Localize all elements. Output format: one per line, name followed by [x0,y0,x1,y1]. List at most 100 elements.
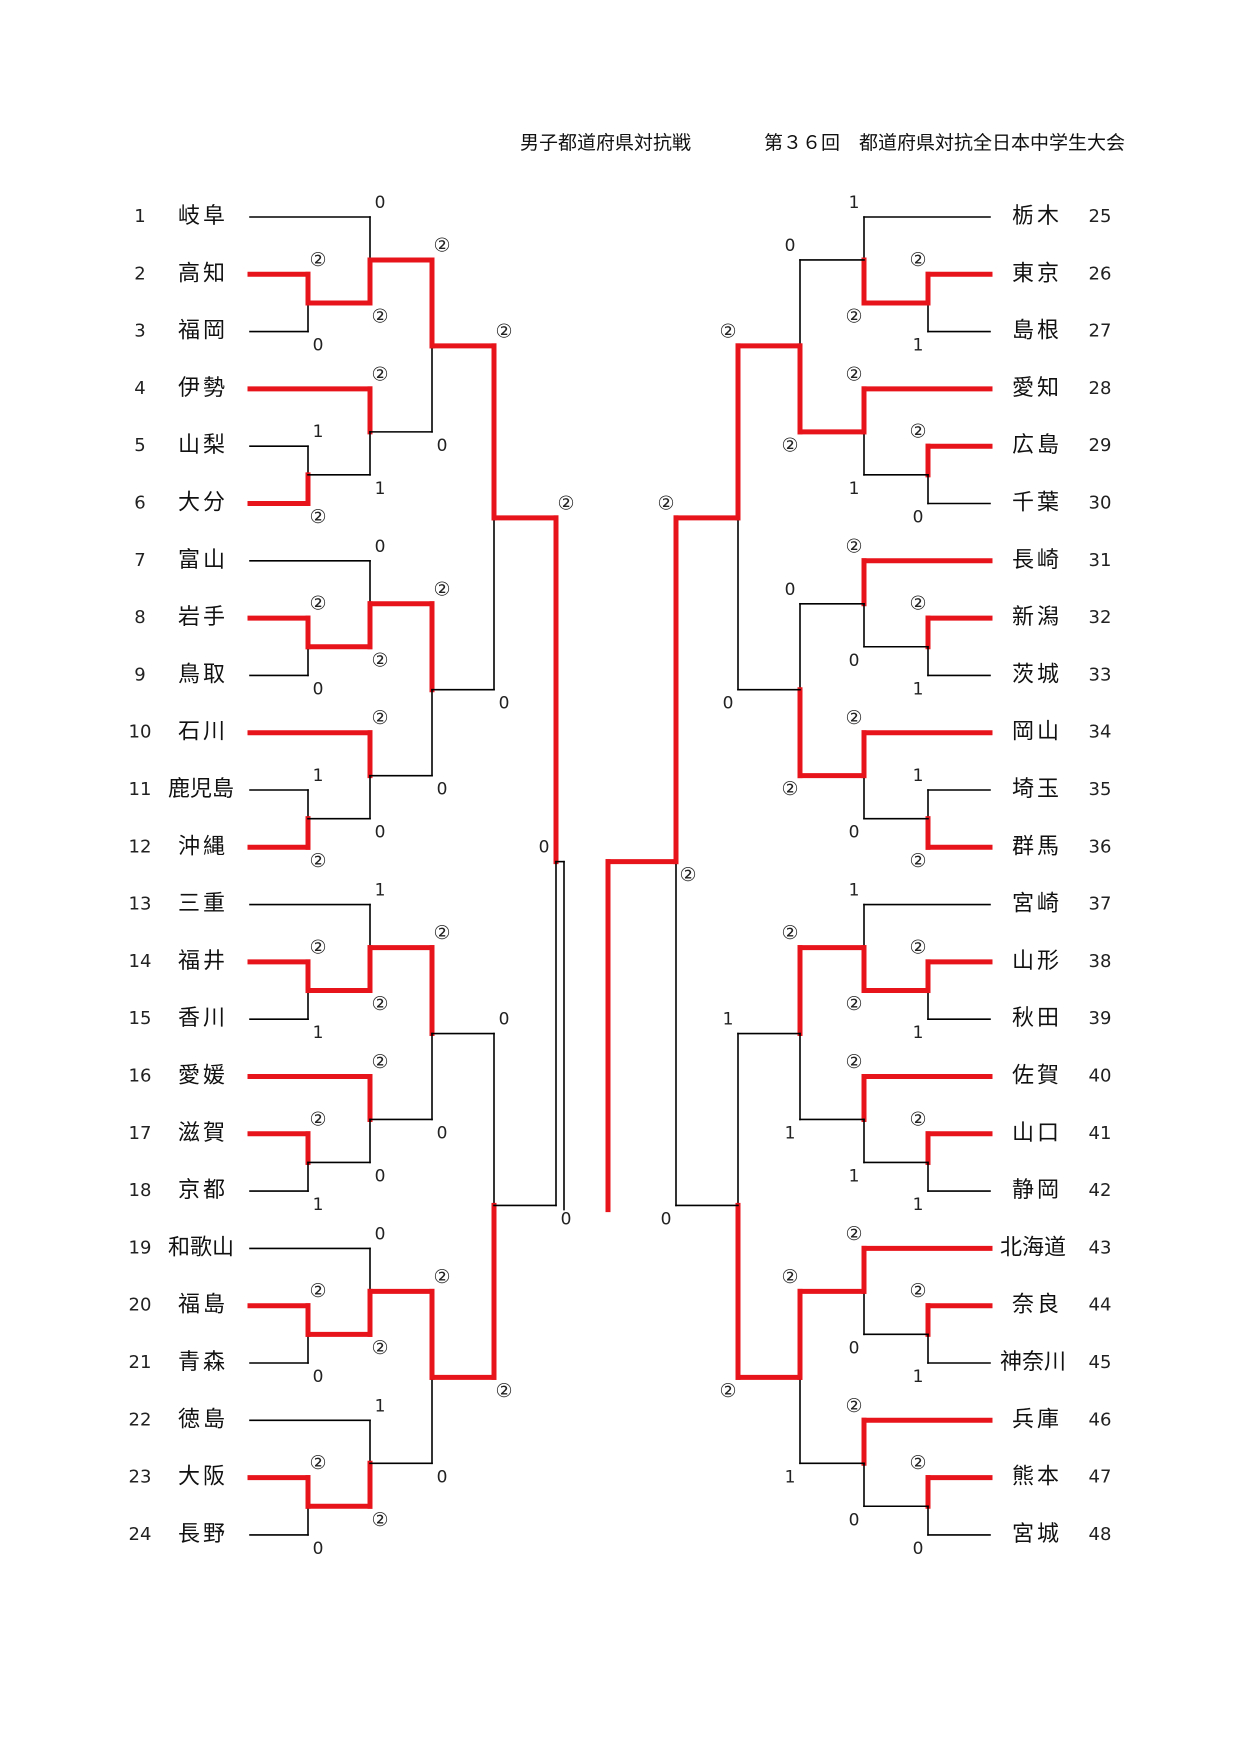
team-name[interactable]: 佐賀 [1012,1064,1062,1089]
team-name[interactable]: 茨城 [1012,662,1062,687]
match-score: ② [309,936,326,958]
match-score: ② [433,234,450,256]
match-score: 1 [849,479,860,499]
match-score: 1 [913,1367,924,1387]
team-name[interactable]: 愛媛 [178,1064,228,1089]
team-name[interactable]: 大阪 [178,1465,228,1490]
match-score: 0 [499,1010,510,1030]
team-name[interactable]: 北海道 [1000,1235,1066,1260]
match-score: ② [845,1051,862,1073]
team-name[interactable]: 岐阜 [178,204,228,229]
team-number: 18 [129,1180,152,1201]
match-score: 0 [785,580,796,600]
team-name[interactable]: 長野 [178,1522,228,1547]
match-score: ② [309,506,326,528]
team-number: 7 [134,550,145,571]
team-number: 19 [129,1237,152,1258]
match-score: ② [371,1337,388,1359]
match-score: 1 [313,766,324,786]
team-number: 37 [1089,894,1112,915]
team-number: 30 [1089,493,1112,514]
match-score: 0 [313,679,324,699]
match-score: ② [845,305,862,327]
team-name[interactable]: 石川 [178,720,228,745]
team-name[interactable]: 東京 [1012,261,1062,286]
team-name[interactable]: 三重 [178,892,228,917]
match-score: ② [909,1108,926,1130]
team-name[interactable]: 岡山 [1012,720,1062,745]
match-score: 1 [913,766,924,786]
team-name[interactable]: 静岡 [1012,1178,1062,1203]
team-name[interactable]: 大分 [178,491,228,516]
team-number: 45 [1089,1352,1112,1373]
match-score: ② [845,1395,862,1417]
team-name[interactable]: 沖縄 [178,834,228,859]
team-name[interactable]: 福井 [178,949,228,974]
match-score: ② [495,320,512,342]
match-score: ② [433,1266,450,1288]
team-name[interactable]: 山口 [1012,1121,1062,1146]
team-number: 16 [129,1066,152,1087]
team-name[interactable]: 富山 [178,548,228,573]
team-number: 6 [134,493,145,514]
team-number: 43 [1089,1237,1112,1258]
team-name[interactable]: 鹿児島 [168,777,234,802]
team-number: 2 [134,263,145,284]
match-score: ② [719,1380,736,1402]
match-score: ② [309,1108,326,1130]
match-score: 1 [849,193,860,213]
team-name[interactable]: 秋田 [1012,1006,1062,1031]
team-name[interactable]: 埼玉 [1012,777,1062,802]
team-name[interactable]: 香川 [178,1006,228,1031]
team-name[interactable]: 福島 [178,1293,228,1318]
match-score: ② [309,593,326,615]
team-name[interactable]: 高知 [178,261,228,286]
match-score: 1 [785,1467,796,1487]
match-score: 0 [375,537,386,557]
team-name[interactable]: 広島 [1012,433,1062,458]
team-name[interactable]: 鳥取 [178,662,228,687]
team-number: 25 [1089,206,1112,227]
team-number: 34 [1089,722,1112,743]
team-name[interactable]: 山形 [1012,949,1062,974]
team-number: 5 [134,435,145,456]
team-name[interactable]: 福岡 [178,319,228,344]
team-name[interactable]: 伊勢 [178,376,228,401]
team-name[interactable]: 山梨 [178,433,228,458]
team-number: 26 [1089,263,1112,284]
team-name[interactable]: 和歌山 [168,1235,234,1260]
team-name[interactable]: 滋賀 [178,1121,228,1146]
team-name[interactable]: 神奈川 [1000,1350,1066,1375]
team-name[interactable]: 京都 [178,1178,228,1203]
team-name[interactable]: 宮城 [1012,1522,1062,1547]
team-name[interactable]: 愛知 [1012,376,1062,401]
team-name[interactable]: 栃木 [1012,204,1062,229]
team-name[interactable]: 群馬 [1012,834,1062,859]
team-name[interactable]: 長崎 [1012,548,1062,573]
team-name[interactable]: 奈良 [1012,1293,1062,1318]
team-number: 27 [1089,321,1112,342]
match-score: ② [309,850,326,872]
team-number: 38 [1089,951,1112,972]
team-number: 15 [129,1008,152,1029]
match-score: 1 [313,1195,324,1215]
team-name[interactable]: 島根 [1012,319,1062,344]
team-name[interactable]: 熊本 [1012,1465,1062,1490]
match-score: 1 [849,1166,860,1186]
match-score: ② [371,1509,388,1531]
team-number: 29 [1089,435,1112,456]
team-number: 36 [1089,836,1112,857]
match-score: ② [309,1452,326,1474]
team-name[interactable]: 兵庫 [1012,1407,1062,1432]
match-score: ② [781,922,798,944]
match-score: 0 [437,780,448,800]
team-name[interactable]: 青森 [178,1350,228,1375]
team-name[interactable]: 徳島 [178,1407,228,1432]
match-score: ② [557,492,574,514]
match-score: 0 [375,193,386,213]
team-name[interactable]: 千葉 [1012,491,1062,516]
match-score: ② [309,1280,326,1302]
team-name[interactable]: 宮崎 [1012,892,1062,917]
team-name[interactable]: 岩手 [178,605,228,630]
team-name[interactable]: 新潟 [1012,605,1062,630]
